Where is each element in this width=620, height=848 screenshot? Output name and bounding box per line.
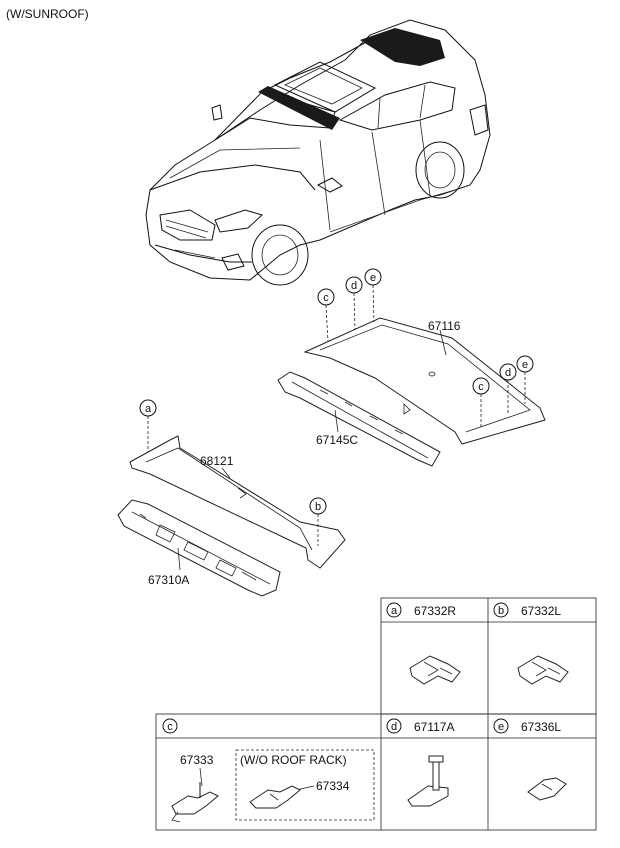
part-67332R: 67332R <box>414 604 456 618</box>
table-cell-b: b 67332L <box>493 602 569 685</box>
svg-text:e: e <box>498 721 504 733</box>
svg-text:e: e <box>370 272 376 284</box>
callout-67116: 67116 <box>428 319 461 333</box>
clip-67333-icon <box>171 782 219 823</box>
part-67334: 67334 <box>316 779 350 793</box>
circle-d-lower: d <box>499 363 517 415</box>
svg-text:a: a <box>391 605 398 617</box>
front-glass-strip <box>258 86 340 130</box>
table-cell-d: d 67117A <box>386 718 454 807</box>
clip-67334-icon <box>249 785 301 809</box>
clip-67332R-icon <box>409 655 461 685</box>
svg-text:c: c <box>323 292 329 304</box>
svg-text:e: e <box>522 359 528 371</box>
sunroof-trim-68121 <box>129 435 346 569</box>
circle-a: a <box>139 399 157 452</box>
table-cell-c: c 67333 (W/O ROOF RACK) 67334 <box>162 718 375 823</box>
rear-glass <box>360 28 445 66</box>
svg-text:c: c <box>167 721 173 733</box>
circle-c-upper: c <box>317 288 335 343</box>
circle-d-upper: d <box>345 276 363 331</box>
svg-text:b: b <box>498 605 504 617</box>
svg-text:d: d <box>505 367 511 379</box>
part-67333: 67333 <box>180 753 214 767</box>
roof-rail-67145C <box>277 371 441 467</box>
callout-67145C: 67145C <box>316 433 358 447</box>
circle-e-upper: e <box>364 268 382 323</box>
headliner-67116 <box>303 317 546 445</box>
svg-text:c: c <box>478 381 484 393</box>
wo-roof-rack-label: (W/O ROOF RACK) <box>240 753 347 767</box>
clip-67336L-icon <box>527 777 567 801</box>
circle-b: b <box>309 497 327 546</box>
svg-text:b: b <box>315 501 321 513</box>
bracket-67310A <box>117 499 281 597</box>
part-67332L: 67332L <box>521 604 561 618</box>
table-cell-e: e 67336L <box>493 718 567 801</box>
callout-68121: 68121 <box>200 454 234 468</box>
part-67117A: 67117A <box>414 720 454 734</box>
part-67336L: 67336L <box>521 720 561 734</box>
parts-table <box>155 597 597 831</box>
svg-text:d: d <box>351 280 357 292</box>
circle-e-lower: e <box>516 355 534 404</box>
circle-c-lower: c <box>472 377 490 428</box>
vehicle-illustration <box>145 19 491 286</box>
page-title: (W/SUNROOF) <box>6 7 89 21</box>
svg-text:a: a <box>145 403 152 415</box>
callout-67310A: 67310A <box>148 573 189 587</box>
clip-67332L-icon <box>517 655 569 685</box>
stud-67117A-icon <box>407 755 449 807</box>
svg-text:d: d <box>391 721 397 733</box>
table-cell-a: a 67332R <box>386 602 461 685</box>
